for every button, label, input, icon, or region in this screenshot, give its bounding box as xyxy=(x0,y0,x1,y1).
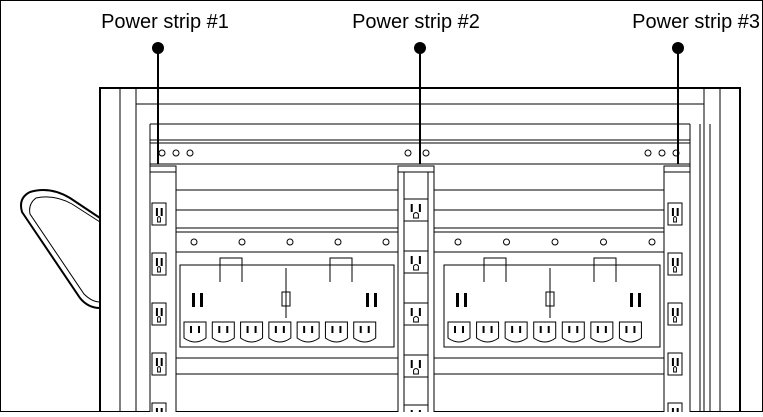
screw xyxy=(382,238,390,246)
callout-label-2: Power strip #2 xyxy=(352,11,480,33)
power-strip-2 xyxy=(397,165,435,417)
callout-label-1: Power strip #1 xyxy=(101,11,229,33)
outlet-icon xyxy=(268,321,292,343)
outlet-icon xyxy=(590,321,614,343)
screw xyxy=(158,149,166,157)
outlet-icon xyxy=(240,321,264,343)
power-strip-1 xyxy=(149,165,177,417)
screw xyxy=(186,149,194,157)
side-handle xyxy=(20,189,101,309)
outlet-icon xyxy=(476,321,500,343)
side-handle-inner xyxy=(29,196,101,303)
callout-1: Power strip #1 xyxy=(101,11,229,164)
outlet-icon xyxy=(151,252,167,276)
power-strip-3 xyxy=(663,165,691,417)
horizontal-outlet-bank-left xyxy=(179,238,395,348)
outlet-icon xyxy=(403,302,429,326)
callout-3: Power strip #3 xyxy=(632,11,760,164)
outlet-icon xyxy=(667,402,683,417)
screw xyxy=(404,149,412,157)
callout-2: Power strip #2 xyxy=(352,11,480,164)
outlet-icon xyxy=(447,321,471,343)
screw xyxy=(286,238,294,246)
outlet-icon xyxy=(403,354,429,378)
outlet-icon xyxy=(353,321,377,343)
outlet-icon xyxy=(561,321,585,343)
screw xyxy=(648,238,656,246)
outlet-icon xyxy=(296,321,320,343)
outlet-icon xyxy=(667,252,683,276)
callout-dot xyxy=(672,42,684,54)
outlet-icon xyxy=(504,321,528,343)
screw xyxy=(190,238,198,246)
outlet-icon xyxy=(667,202,683,226)
screw xyxy=(600,238,607,246)
screw xyxy=(238,238,246,246)
outlet-icon xyxy=(151,202,167,226)
outlet-icon xyxy=(667,302,683,326)
screw xyxy=(172,149,180,157)
screw xyxy=(422,149,430,157)
screw xyxy=(503,238,510,246)
outlet-icon xyxy=(211,321,235,343)
outlet-icon xyxy=(151,302,167,326)
outlet-icon xyxy=(618,321,642,343)
screw xyxy=(334,238,342,246)
callout-dot xyxy=(152,42,164,54)
outlet-icon xyxy=(403,250,429,274)
screw xyxy=(658,149,666,157)
outlet-icon xyxy=(403,198,429,222)
callout-dot xyxy=(414,42,426,54)
outlet-icon xyxy=(324,321,348,343)
screw xyxy=(644,149,652,157)
horizontal-outlet-bank-right xyxy=(443,238,661,348)
screw xyxy=(454,238,462,246)
outlet-icon xyxy=(151,402,167,417)
screw xyxy=(551,238,559,246)
outlet-icon xyxy=(183,321,207,343)
outlet-icon xyxy=(403,404,429,417)
outlet-icon xyxy=(667,352,683,376)
outlet-icon xyxy=(533,321,557,343)
callout-label-3: Power strip #3 xyxy=(632,11,760,33)
outlet-icon xyxy=(151,352,167,376)
